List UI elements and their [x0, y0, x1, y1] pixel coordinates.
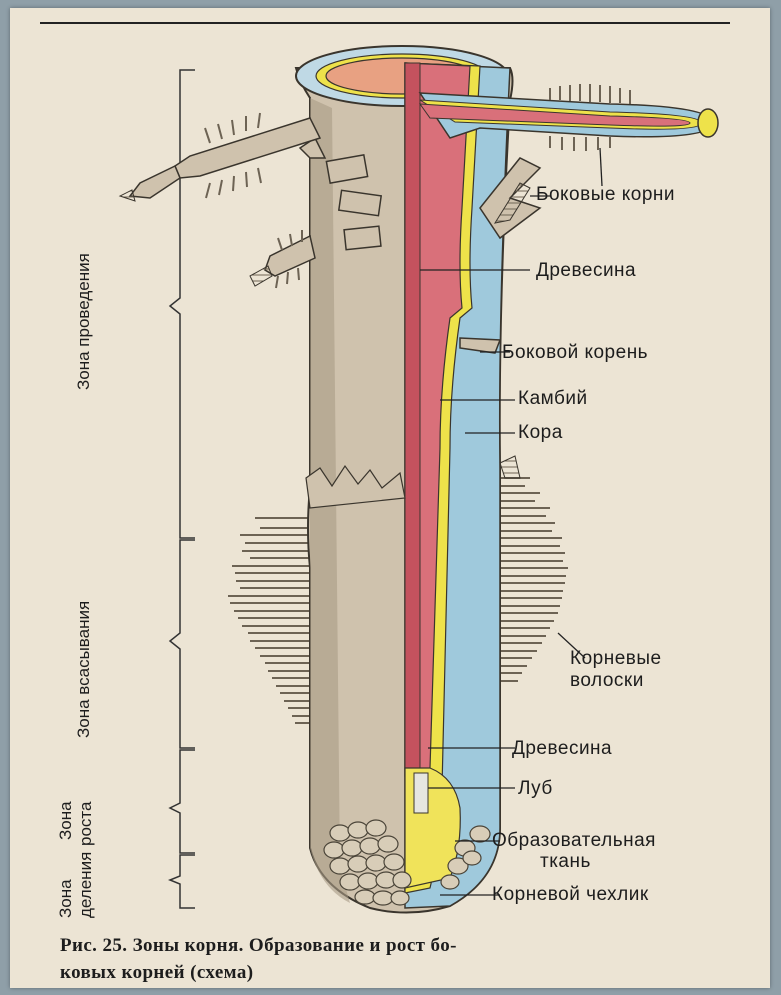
label-cortex: Кора [518, 422, 563, 444]
label-root-cap: Корневой чехлик [492, 884, 649, 906]
zone-brackets [170, 70, 195, 908]
label-root-hairs-1: Корневые [570, 648, 662, 670]
label-meristem-1: Образовательная [492, 830, 656, 852]
label-wood-top: Древесина [536, 260, 636, 282]
zone-division-label-2: деления [76, 852, 96, 918]
phloem-strand [414, 773, 428, 813]
zone-division-label-1: Зона [56, 879, 76, 918]
label-cambium: Камбий [518, 388, 588, 410]
zone-growth-label-1: Зона [56, 801, 76, 840]
cut-front-face [405, 63, 420, 778]
zone-absorption-label: Зона всасывания [74, 601, 94, 738]
label-lateral-root: Боковой корень [502, 342, 648, 364]
label-phloem: Луб [518, 778, 553, 800]
caption-line-2: ковых корней (схема) [60, 959, 740, 986]
zone-conduction-label: Зона проведения [74, 253, 94, 390]
zone-growth-label-2: роста [76, 802, 96, 846]
left-lateral-root-upper [175, 118, 320, 178]
caption-line-1: Рис. 25. Зоны корня. Образование и рост … [60, 932, 740, 959]
figure-page: Зона проведения Зона всасывания Зона рос… [10, 8, 770, 988]
label-wood-bottom: Древесина [512, 738, 612, 760]
label-meristem-2: ткань [540, 851, 591, 873]
label-lateral-roots: Боковые корни [536, 184, 675, 206]
figure-caption: Рис. 25. Зоны корня. Образование и рост … [60, 932, 740, 986]
label-root-hairs-2: волоски [570, 670, 644, 692]
left-lateral-root-lower [265, 236, 315, 276]
root-diagram [10, 8, 770, 928]
